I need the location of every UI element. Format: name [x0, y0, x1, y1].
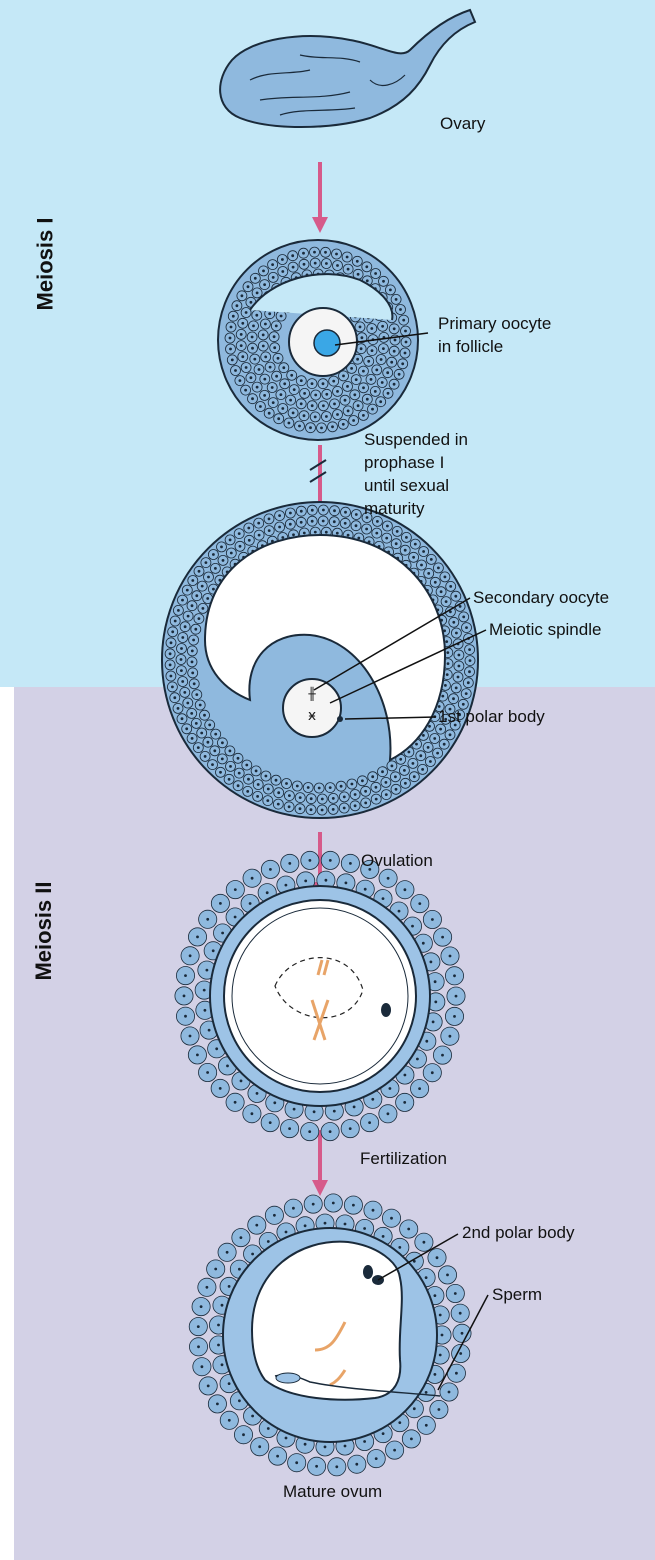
- primary-oocyte-label-line2: in follicle: [438, 335, 503, 358]
- svg-text:╫: ╫: [307, 686, 316, 701]
- sperm-label: Sperm: [492, 1283, 542, 1306]
- meiosis-1-label: Meiosis I: [33, 207, 59, 322]
- ovulated-oocyte: [175, 851, 465, 1140]
- second-polar-body-label: 2nd polar body: [462, 1221, 574, 1244]
- ovulation-label: Ovulation: [361, 849, 433, 872]
- mature-ovum-label: Mature ovum: [283, 1480, 382, 1503]
- suspended-label-line1: Suspended in: [364, 428, 468, 451]
- fertilization-label: Fertilization: [360, 1147, 447, 1170]
- ovary-label: Ovary: [440, 112, 485, 135]
- suspended-label-line4: maturity: [364, 497, 424, 520]
- meiotic-spindle-label: Meiotic spindle: [489, 618, 601, 641]
- meiosis-2-label: Meiosis II: [31, 867, 57, 995]
- suspended-label-line3: until sexual: [364, 474, 449, 497]
- primary-follicle: [218, 240, 418, 440]
- svg-text:ӿ: ӿ: [308, 708, 316, 724]
- first-polar-body-label: 1st polar body: [438, 705, 545, 728]
- suspended-label-line2: prophase I: [364, 451, 444, 474]
- secondary-follicle: ╫ ӿ: [162, 502, 478, 818]
- secondary-oocyte-label: Secondary oocyte: [473, 586, 609, 609]
- primary-oocyte-nucleus: [314, 330, 340, 356]
- first-polar-body-shape: [337, 716, 343, 722]
- primary-oocyte-label-line1: Primary oocyte: [438, 312, 551, 335]
